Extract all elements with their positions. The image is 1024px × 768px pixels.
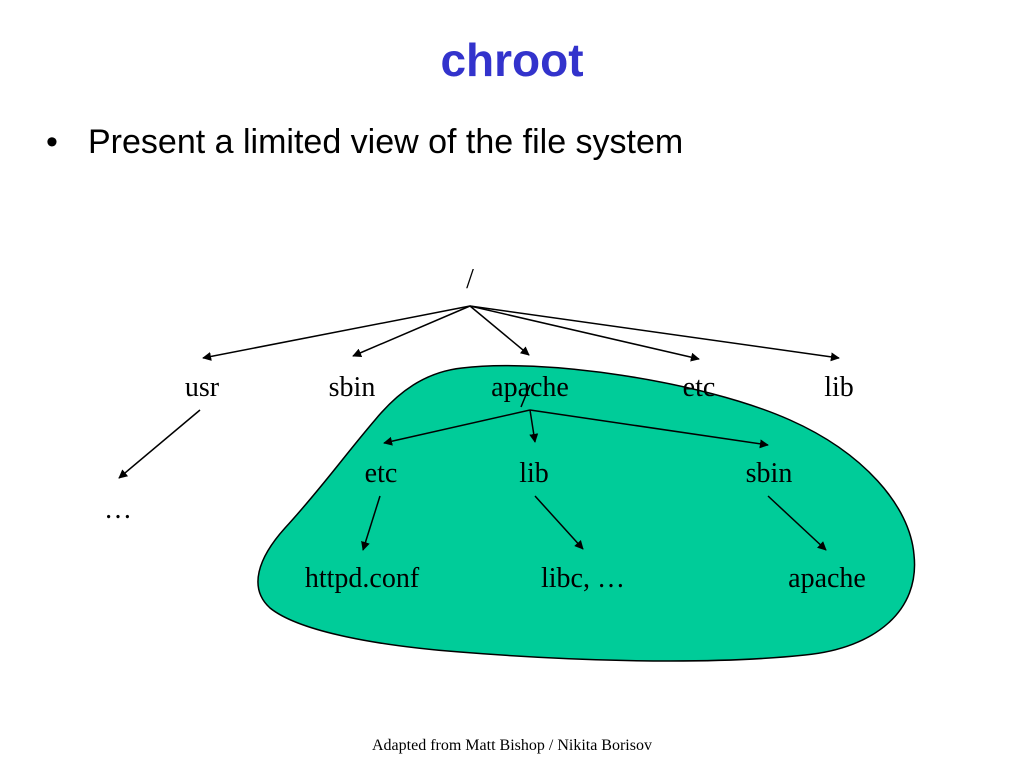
arrow-apache-root-marker [520, 384, 531, 408]
node-usr: usr [185, 372, 220, 403]
node-apache: apache [491, 372, 569, 403]
node-jail-lib: lib [519, 458, 549, 489]
node-lib: lib [824, 372, 854, 403]
bullet-icon: • [46, 123, 58, 161]
bullet-item: • Present a limited view of the file syst… [46, 120, 683, 164]
node-sbin: sbin [329, 372, 376, 403]
node-etc: etc [683, 372, 716, 403]
arrow-root-apache [469, 305, 530, 356]
arrow-apache-lib [529, 409, 539, 443]
node-jail-etc: etc [365, 458, 398, 489]
arrow-root-lib [469, 305, 840, 362]
node-libc: libc, … [541, 563, 625, 594]
node-usr-child: … [104, 494, 132, 525]
arrow-apache-etc [383, 409, 531, 446]
arrow-usr-child [118, 409, 201, 479]
bullet-text: Present a limited view of the file syste… [88, 123, 684, 161]
arrow-lib-libc [534, 495, 584, 550]
node-apache-bin: apache [788, 563, 866, 594]
arrow-apache-sbin [529, 409, 769, 449]
arrow-root-usr [202, 305, 471, 361]
arrow-root-etc [469, 305, 700, 362]
slide-title: chroot [440, 34, 584, 86]
node-jail-sbin: sbin [746, 458, 793, 489]
arrow-root-sbin [352, 305, 471, 357]
arrow-sbin-apache [767, 495, 827, 551]
footer-credit: Adapted from Matt Bishop / Nikita Boriso… [372, 737, 652, 754]
node-root: / [466, 264, 474, 295]
arrow-etc-httpd [361, 495, 381, 551]
jail-region [257, 364, 916, 662]
node-httpd-conf: httpd.conf [305, 563, 420, 594]
